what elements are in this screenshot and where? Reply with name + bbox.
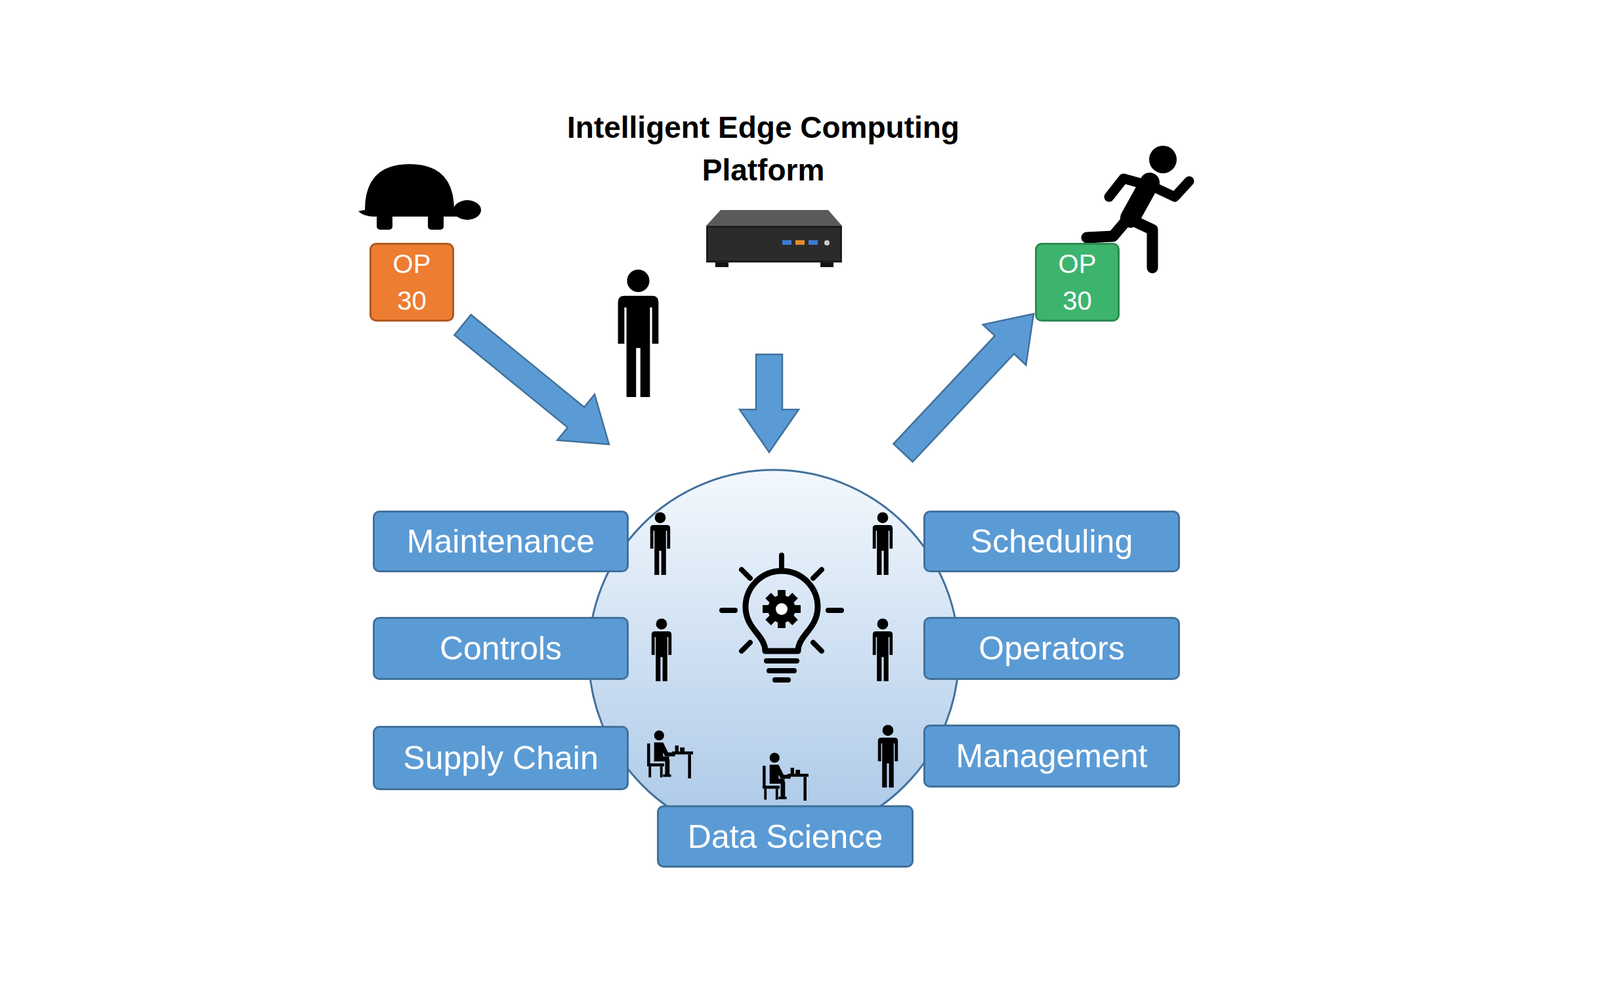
person-icon xyxy=(650,511,671,575)
turtle-icon xyxy=(358,164,482,230)
desk-worker-icon xyxy=(762,752,809,801)
role-box: Supply Chain xyxy=(372,725,629,791)
block-arrow xyxy=(893,313,1034,463)
role-box: Maintenance xyxy=(372,510,629,573)
role-box: Management xyxy=(923,724,1180,788)
diagram-title: Intelligent Edge Computing Platform xyxy=(566,106,961,192)
box-label: OP 30 xyxy=(1051,245,1104,319)
box-label: Supply Chain xyxy=(402,735,598,781)
lightbulb-icon xyxy=(721,555,842,680)
box-label: Data Science xyxy=(687,813,883,860)
box-label: Maintenance xyxy=(406,518,595,565)
operation-box: OP 30 xyxy=(1034,242,1120,322)
role-box: Operators xyxy=(923,616,1180,680)
desk-worker-icon xyxy=(647,730,694,779)
role-box: Data Science xyxy=(656,805,914,868)
role-box: Controls xyxy=(372,616,629,680)
person-icon xyxy=(651,618,672,682)
person-icon xyxy=(878,724,898,788)
person-icon xyxy=(618,269,659,398)
role-box: Scheduling xyxy=(923,510,1180,573)
block-arrow xyxy=(454,315,610,445)
block-arrow xyxy=(739,354,799,453)
person-icon xyxy=(872,618,893,682)
box-label: Operators xyxy=(978,625,1125,672)
person-icon xyxy=(872,511,893,575)
box-label: Controls xyxy=(439,625,562,672)
mini-pc-icon xyxy=(706,210,843,268)
box-label: Scheduling xyxy=(970,518,1133,565)
box-label: OP 30 xyxy=(385,245,439,319)
box-label: Management xyxy=(956,733,1148,779)
idea-sphere xyxy=(588,469,959,841)
operation-box: OP 30 xyxy=(369,242,455,322)
